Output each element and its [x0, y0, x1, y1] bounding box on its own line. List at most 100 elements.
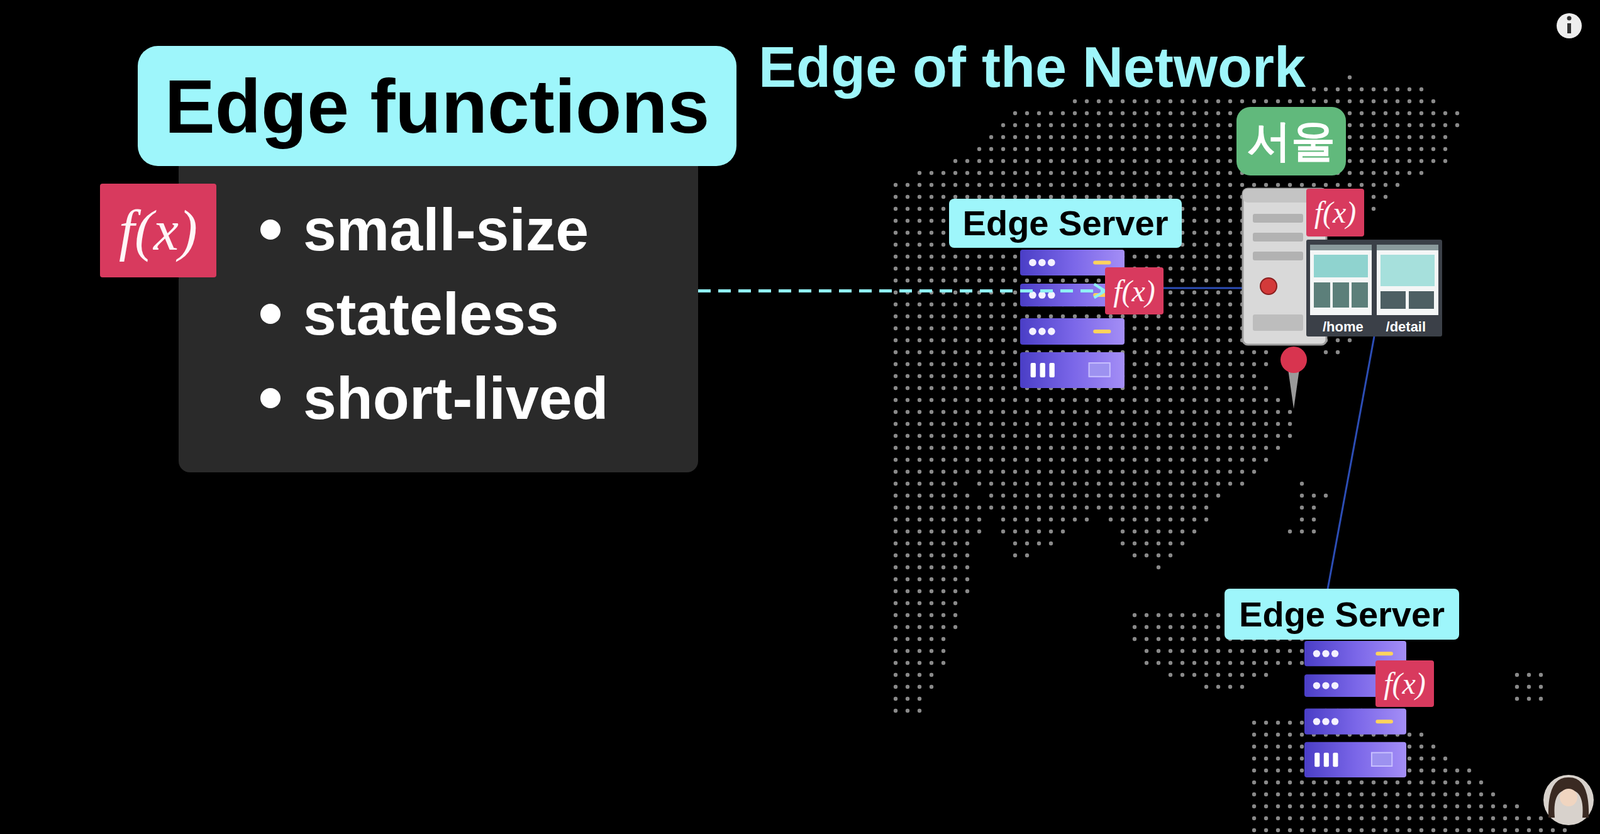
map-dot [1072, 517, 1077, 522]
map-dot [1096, 505, 1101, 510]
map-dot [1156, 505, 1161, 510]
map-dot [1383, 87, 1388, 92]
map-dot [1084, 457, 1089, 462]
map-dot [1240, 457, 1245, 462]
server-slot [1252, 314, 1304, 331]
map-dot [1156, 147, 1161, 151]
map-dot [1419, 792, 1424, 797]
map-dot [1204, 637, 1209, 641]
map-dot [1276, 816, 1280, 821]
map-dot [1311, 529, 1316, 534]
map-dot [1228, 457, 1233, 462]
map-dot [1407, 792, 1412, 797]
map-dot [1335, 183, 1340, 187]
map-dot [917, 529, 922, 534]
map-dot [1216, 135, 1221, 139]
map-dot [1144, 159, 1149, 163]
map-dot [1144, 422, 1149, 426]
map-dot [953, 613, 958, 617]
map-dot [1072, 135, 1077, 139]
map-dot [1156, 254, 1161, 259]
map-dot [1168, 672, 1173, 677]
map-dot [977, 529, 982, 534]
map-dot [1084, 314, 1089, 319]
map-dot [1538, 828, 1543, 833]
map-dot [1096, 123, 1101, 128]
map-dot [1120, 505, 1125, 510]
map-dot [905, 398, 910, 402]
map-dot [1335, 804, 1340, 809]
map-dot [1252, 732, 1256, 737]
function-symbol: f(x) [1113, 276, 1156, 307]
server-label: Edge Server [1224, 588, 1460, 640]
map-dot [1013, 505, 1017, 510]
map-dot [1228, 135, 1233, 139]
map-dot [893, 613, 898, 617]
map-dot [1311, 493, 1316, 498]
map-dot [1180, 314, 1185, 319]
map-dot [1001, 338, 1006, 343]
map-dot [1407, 744, 1412, 749]
map-dot [1371, 159, 1376, 163]
map-dot [1001, 493, 1006, 498]
map-dot [1013, 517, 1017, 522]
map-dot [965, 469, 970, 474]
map-dot [1311, 517, 1316, 522]
network-link [1327, 336, 1375, 589]
map-dot [1132, 529, 1137, 534]
map-dot [1120, 541, 1125, 546]
map-dot [1156, 314, 1161, 319]
map-dot [1001, 398, 1006, 402]
map-dot [917, 278, 922, 283]
map-dot [1228, 362, 1233, 367]
map-dot [1204, 672, 1209, 677]
map-dot [929, 625, 934, 629]
map-dot [1311, 780, 1316, 785]
map-dot [1120, 457, 1125, 462]
page-thumbnail [1376, 244, 1439, 316]
map-dot [917, 481, 922, 486]
map-dot [1359, 780, 1364, 785]
map-dot [1144, 517, 1149, 522]
map-dot [965, 326, 970, 331]
map-dot [893, 206, 898, 211]
map-dot [893, 517, 898, 522]
function-badge: f(x) [1306, 188, 1365, 237]
map-dot [917, 684, 922, 689]
map-dot [1204, 135, 1209, 139]
map-dot [1288, 768, 1292, 773]
map-dot [1168, 649, 1173, 653]
map-dot [941, 254, 946, 259]
map-dot [1335, 828, 1340, 833]
map-dot [1455, 828, 1460, 833]
map-dot [1443, 135, 1448, 139]
map-dot [977, 457, 982, 462]
map-dot [1252, 672, 1256, 677]
map-dot [917, 553, 922, 558]
map-dot [965, 350, 970, 355]
map-dot [1252, 350, 1256, 355]
map-dot [917, 398, 922, 402]
map-dot [1013, 302, 1017, 307]
map-dot [1120, 445, 1125, 450]
map-dot [1049, 517, 1053, 522]
map-dot [953, 374, 958, 378]
map-dot [1347, 171, 1352, 175]
map-dot [1204, 433, 1209, 438]
map-dot [1180, 398, 1185, 402]
map-dot [1204, 362, 1209, 367]
rack-unit [1304, 708, 1407, 734]
map-dot [1407, 732, 1412, 737]
map-dot [1347, 87, 1352, 92]
map-dot [1538, 672, 1543, 677]
map-dot [941, 350, 946, 355]
map-dot [1216, 123, 1221, 128]
map-dot [1144, 386, 1149, 390]
map-dot [965, 517, 970, 522]
map-dot [1204, 445, 1209, 450]
map-dot [1252, 422, 1256, 426]
map-dot [1025, 553, 1029, 558]
map-dot [905, 661, 910, 665]
map-dot [1204, 481, 1209, 486]
map-dot [965, 565, 970, 570]
